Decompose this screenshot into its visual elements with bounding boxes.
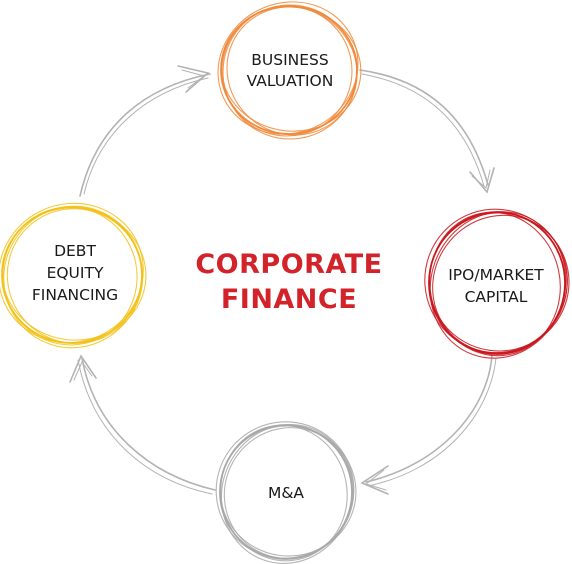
m-and-a-circle [215, 421, 357, 564]
node-label-line: CAPITAL [465, 288, 528, 306]
circle-stroke [3, 205, 143, 349]
node-label-line: DEBT [54, 242, 96, 260]
arrow-valuation-to-ipo [359, 69, 495, 194]
circle-stroke [432, 214, 568, 354]
node-ipo-market-capital: IPO/MARKET CAPITAL [448, 266, 544, 306]
debt-equity-financing-circle [0, 202, 147, 349]
circle-stroke [226, 6, 358, 136]
node-label-line: FINANCING [32, 286, 118, 304]
center-title-line-2: FINANCE [221, 284, 357, 315]
center-title: CORPORATE FINANCE [195, 249, 382, 315]
node-label-line: VALUATION [247, 72, 334, 90]
circle-stroke [429, 211, 561, 357]
node-label-line: IPO/MARKET [448, 266, 544, 284]
node-debt-equity-financing: DEBT EQUITY FINANCING [32, 242, 118, 304]
circle-stroke [0, 202, 144, 344]
circle-stroke [220, 424, 348, 562]
circle-stroke [429, 211, 567, 359]
circle-stroke [220, 6, 362, 132]
node-m-and-a: M&A [268, 484, 304, 502]
center-title-line-1: CORPORATE [195, 249, 382, 280]
circle-stroke [223, 427, 355, 559]
arrow-debt-to-valuation [79, 65, 211, 197]
arrow-mna-to-debt [69, 354, 216, 495]
cycle-arrows [69, 65, 497, 495]
node-label-line: BUSINESS [251, 51, 328, 69]
circle-stroke [215, 421, 355, 559]
business-valuation-circle [217, 1, 362, 140]
node-label-line: M&A [268, 484, 304, 502]
arrow-ipo-to-mna [360, 354, 497, 495]
node-label-line: EQUITY [47, 264, 104, 282]
circle-stroke [6, 208, 144, 344]
circle-stroke [217, 1, 359, 135]
node-business-valuation: BUSINESS VALUATION [247, 51, 334, 90]
ipo-market-capital-circle [424, 208, 570, 359]
